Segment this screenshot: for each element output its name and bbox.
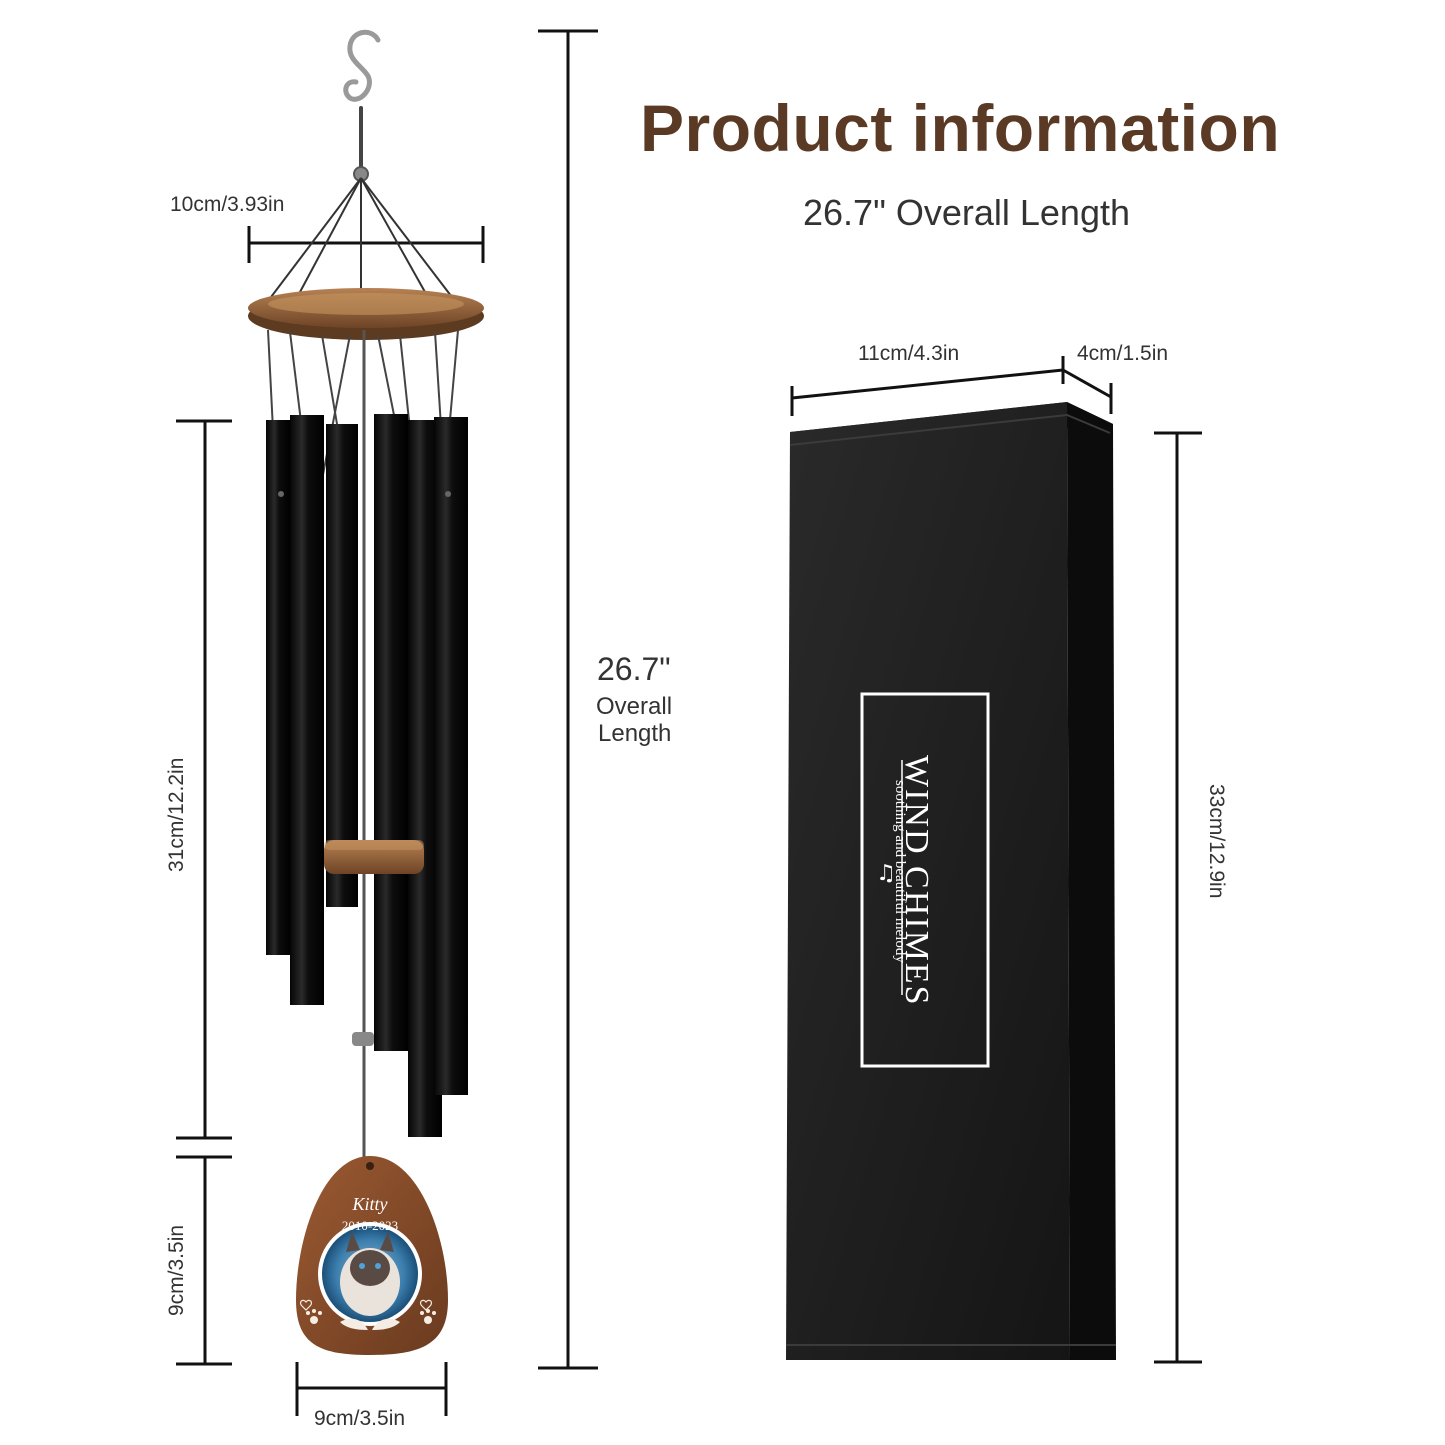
tube-length-label: 31cm/12.2in bbox=[165, 757, 188, 872]
box-height-dimension bbox=[1154, 431, 1202, 1364]
sail-height-dimension bbox=[176, 1155, 232, 1366]
sail-height-label: 9cm/3.5in bbox=[165, 1224, 188, 1316]
box-width-label: 11cm/4.3in bbox=[858, 342, 960, 365]
chime-tube bbox=[326, 424, 358, 907]
box-label-frame bbox=[860, 692, 990, 1068]
overall-label-line1: Overall bbox=[596, 693, 673, 720]
box-depth-label: 4cm/1.5in bbox=[1077, 342, 1169, 365]
wing-icon bbox=[372, 1318, 400, 1330]
sail-width-label: 9cm/3.5in bbox=[314, 1407, 406, 1430]
heart-icon bbox=[299, 1299, 313, 1311]
hanging-strings bbox=[264, 177, 459, 306]
music-note-icon: ♫ bbox=[876, 861, 896, 886]
gift-box: ♫ bbox=[786, 402, 1116, 1360]
page-title: Product information bbox=[640, 91, 1281, 165]
sail-years: 2010-2023 bbox=[342, 1218, 398, 1233]
top-width-label: 10cm/3.93in bbox=[170, 193, 285, 216]
memorial-sail: Kitty 2010-2023 bbox=[296, 1156, 448, 1355]
overall-value: 26.7" bbox=[597, 651, 671, 687]
page-subtitle: 26.7" Overall Length bbox=[803, 192, 1130, 233]
paw-icon bbox=[306, 1309, 322, 1324]
chime-tube bbox=[434, 417, 468, 1095]
chime-tube bbox=[374, 414, 408, 1051]
chime-tube bbox=[290, 415, 324, 1005]
box-height-label: 33cm/12.9in bbox=[1205, 784, 1228, 899]
box-tagline: soothing and beautiful melody bbox=[892, 780, 908, 963]
sail-width-dimension bbox=[295, 1362, 448, 1416]
overall-label-line2: Length bbox=[598, 720, 672, 747]
wing-icon bbox=[340, 1318, 368, 1330]
chime-tube bbox=[266, 420, 290, 955]
hook-icon bbox=[343, 29, 381, 182]
overall-length-dimension bbox=[538, 29, 598, 1370]
heart-icon bbox=[419, 1299, 433, 1311]
tube-length-dimension bbox=[176, 419, 232, 1140]
top-width-dimension bbox=[247, 226, 485, 263]
string-bead bbox=[352, 1032, 374, 1046]
wood-top-ring bbox=[248, 288, 484, 340]
wood-striker bbox=[324, 840, 424, 874]
box-depth-dimension bbox=[1062, 368, 1113, 414]
sail-name: Kitty bbox=[352, 1194, 388, 1214]
paw-icon bbox=[420, 1309, 436, 1324]
chime-tubes bbox=[266, 414, 468, 1137]
